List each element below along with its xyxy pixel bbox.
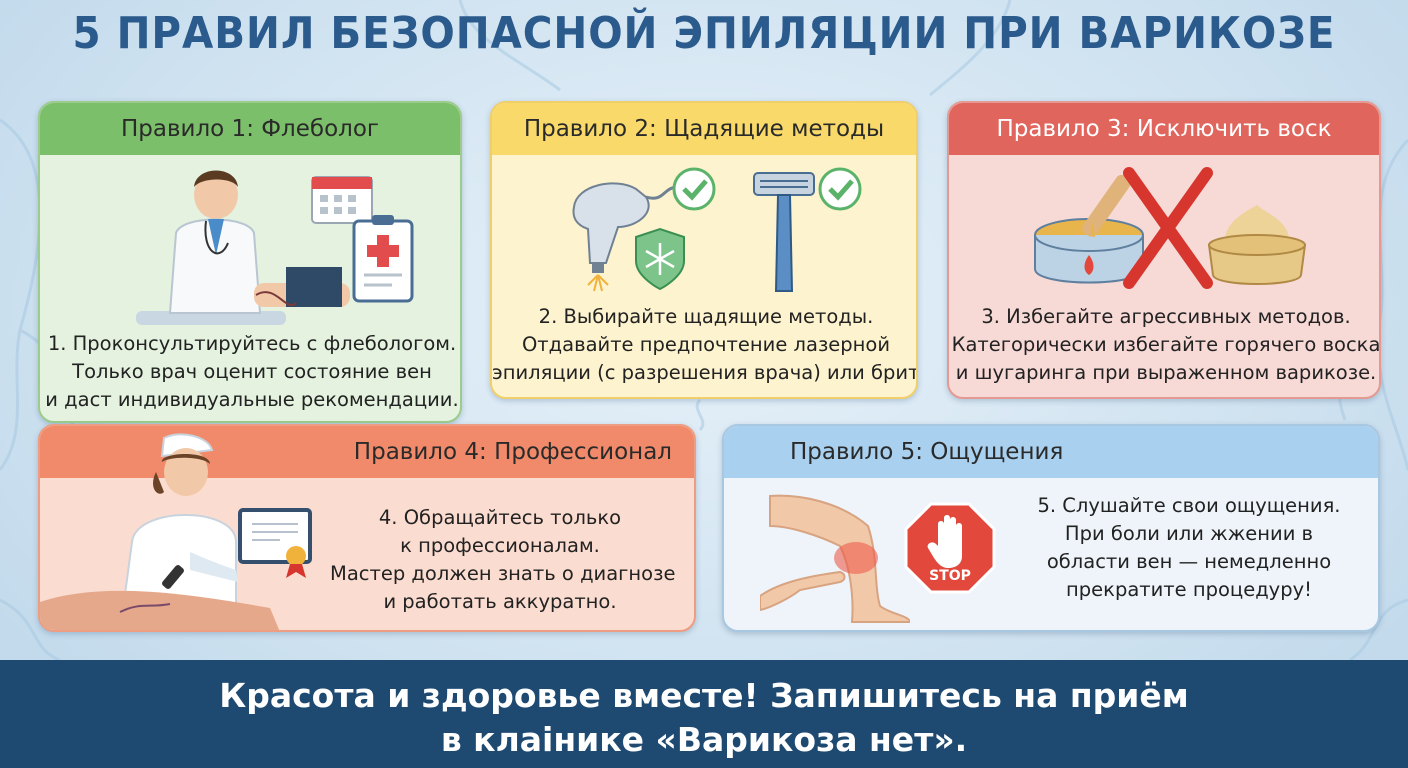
rule-text: 1. Проконсультируйтесь с флебологом. Тол… [45, 332, 459, 411]
check-icon [818, 167, 862, 211]
stop-sign-icon: STOP [904, 502, 996, 599]
rule-heading: Правило 5: Ощущения [724, 426, 1378, 478]
rule-heading: Правило 3: Исключить воск [949, 103, 1379, 155]
page-title: 5 ПРАВИЛ БЕЗОПАСНОЙ ЭПИЛЯЦИИ ПРИ ВАРИКОЗ… [72, 8, 1336, 59]
rule-card-2: Правило 2: Щадящие методы 2. Выбирайте щ… [490, 101, 918, 399]
stop-label: STOP [929, 568, 971, 584]
check-icon [672, 167, 716, 211]
cosmetologist-icon [40, 433, 312, 630]
laser-device-icon [572, 167, 716, 292]
footer-line-1: Красота и здоровье вместе! Запишитесь на… [219, 676, 1189, 715]
rule-text: 2. Выбирайте щадящие методы. Отдавайте п… [492, 305, 918, 384]
rule-card-1: Правило 1: Флеболог 1. Проконсультируйте… [38, 101, 462, 423]
rule-text: 4. Обращайтесь только к профессионалам. … [330, 506, 676, 613]
wax-jar-icon [1034, 167, 1307, 289]
footer-line-2: в клаiнике «Варикоза нет». [440, 720, 968, 759]
cross-icon [1123, 167, 1213, 289]
rule-text: 5. Слушайте свои ощущения. При боли или … [1037, 494, 1341, 601]
rule-heading: Правило 1: Флеболог [40, 103, 460, 155]
razor-icon [753, 167, 862, 292]
rule-card-4: Правило 4: Профессионал 4. Обращайтесь т… [38, 424, 696, 632]
rule-heading: Правило 4: Профессионал [40, 426, 694, 478]
footer-banner: Красота и здоровье вместе! Запишитесь на… [0, 660, 1408, 768]
doctor-icon [136, 170, 414, 325]
leg-pain-icon [760, 494, 910, 623]
rule-card-5: Правило 5: Ощущения STOP 5. Слушайте сво… [722, 424, 1380, 632]
rule-text: 3. Избегайте агрессивных методов. Катего… [951, 305, 1381, 384]
rule-heading: Правило 2: Щадящие методы [492, 103, 916, 155]
rule-card-3: Правило 3: Исключить воск 3. Избегайте а… [947, 101, 1381, 399]
